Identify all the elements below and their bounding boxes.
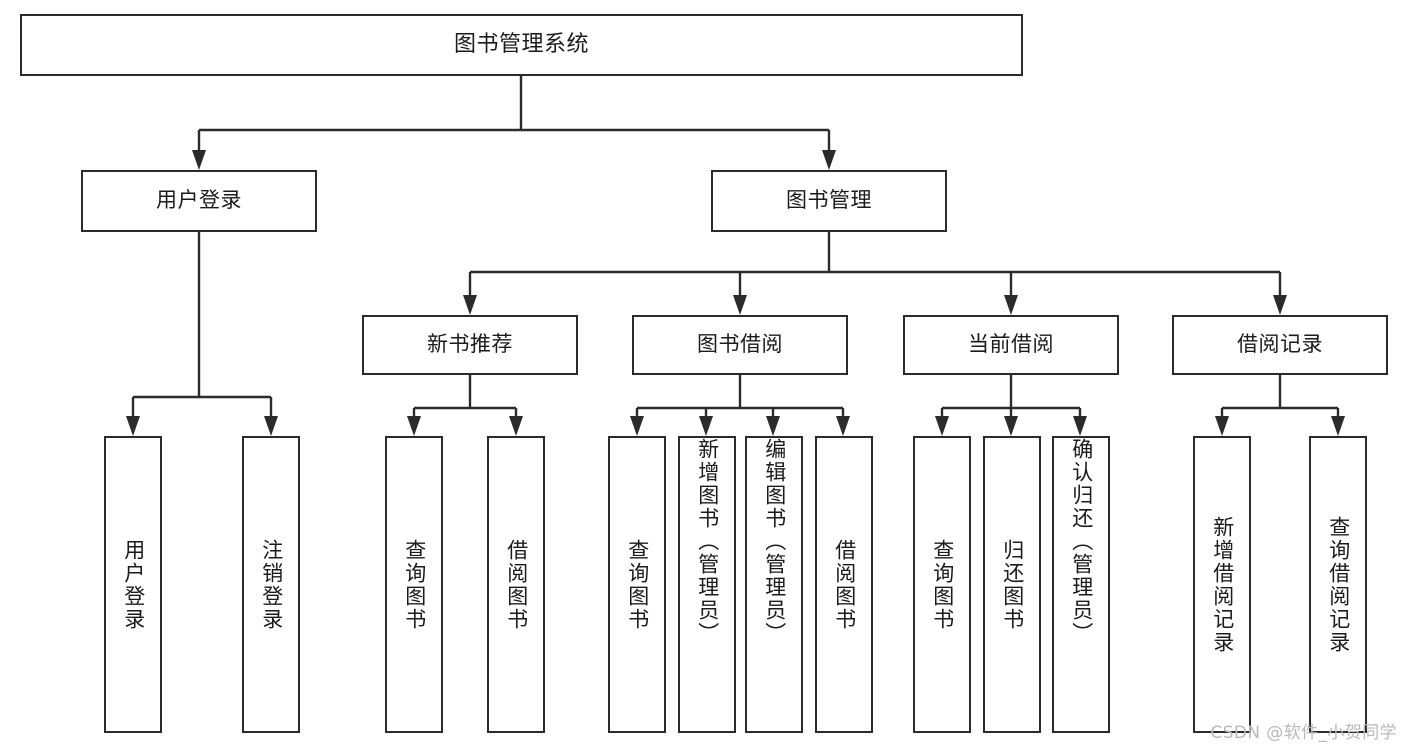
edge-userlogin-to-leaves [126, 232, 278, 436]
csdn-watermark: CSDN @软件_小贺同学 [1210, 723, 1397, 743]
node-book-borrow[interactable]: 图书借阅 [632, 315, 848, 375]
leaf-user-login[interactable]: 用户登录 [104, 436, 162, 733]
node-label: 归还图书 [1000, 538, 1025, 631]
node-book-manage[interactable]: 图书管理 [711, 170, 947, 232]
leaf-user-logout[interactable]: 注销登录 [242, 436, 300, 733]
leaf-query-book-recommend[interactable]: 查询图书 [385, 436, 443, 733]
leaf-add-book-admin[interactable]: 新增图书（管理员） [678, 436, 736, 733]
node-label: 查询图书 [625, 538, 650, 631]
node-label: 查询图书 [930, 538, 955, 631]
leaf-confirm-return-admin[interactable]: 确认归还（管理员） [1052, 436, 1110, 733]
node-label: 图书管理系统 [453, 31, 589, 57]
leaf-borrow-book-recommend[interactable]: 借阅图书 [487, 436, 545, 733]
node-label: 图书管理 [786, 188, 872, 213]
node-label: 编辑图书（管理员） [762, 438, 787, 645]
edge-root-to-level2 [192, 76, 836, 170]
leaf-query-book-current[interactable]: 查询图书 [913, 436, 971, 733]
edge-borrowrecord-to-leaves [1215, 375, 1345, 436]
node-label: 借阅图书 [832, 538, 857, 631]
node-label: 图书借阅 [697, 332, 783, 357]
node-user-login[interactable]: 用户登录 [81, 170, 317, 232]
edge-currentborrow-to-leaves [935, 375, 1087, 436]
node-label: 用户登录 [156, 188, 242, 213]
node-current-borrow[interactable]: 当前借阅 [903, 315, 1119, 375]
leaf-return-book[interactable]: 归还图书 [983, 436, 1041, 733]
node-label: 新增图书（管理员） [695, 438, 720, 645]
node-borrow-record[interactable]: 借阅记录 [1172, 315, 1388, 375]
node-new-book-recommend[interactable]: 新书推荐 [362, 315, 578, 375]
leaf-borrow-book[interactable]: 借阅图书 [815, 436, 873, 733]
node-label: 新书推荐 [427, 332, 513, 357]
node-label: 当前借阅 [968, 332, 1054, 357]
node-label: 借阅记录 [1237, 332, 1323, 357]
leaf-query-borrow-record[interactable]: 查询借阅记录 [1309, 436, 1367, 733]
edge-bookmanage-to-level3 [463, 232, 1287, 315]
node-label: 借阅图书 [504, 538, 529, 631]
node-root-system[interactable]: 图书管理系统 [20, 14, 1023, 76]
leaf-query-book-borrow[interactable]: 查询图书 [608, 436, 666, 733]
node-label: 注销登录 [259, 538, 284, 631]
node-label: 新增借阅记录 [1210, 515, 1235, 654]
node-label: 用户登录 [121, 538, 146, 631]
edge-newbook-to-leaves [407, 375, 523, 436]
node-label: 确认归还（管理员） [1069, 438, 1094, 645]
node-label: 查询图书 [402, 538, 427, 631]
node-label: 查询借阅记录 [1326, 515, 1351, 654]
leaf-add-borrow-record[interactable]: 新增借阅记录 [1193, 436, 1251, 733]
edge-bookborrow-to-leaves [630, 375, 850, 436]
leaf-edit-book-admin[interactable]: 编辑图书（管理员） [745, 436, 803, 733]
